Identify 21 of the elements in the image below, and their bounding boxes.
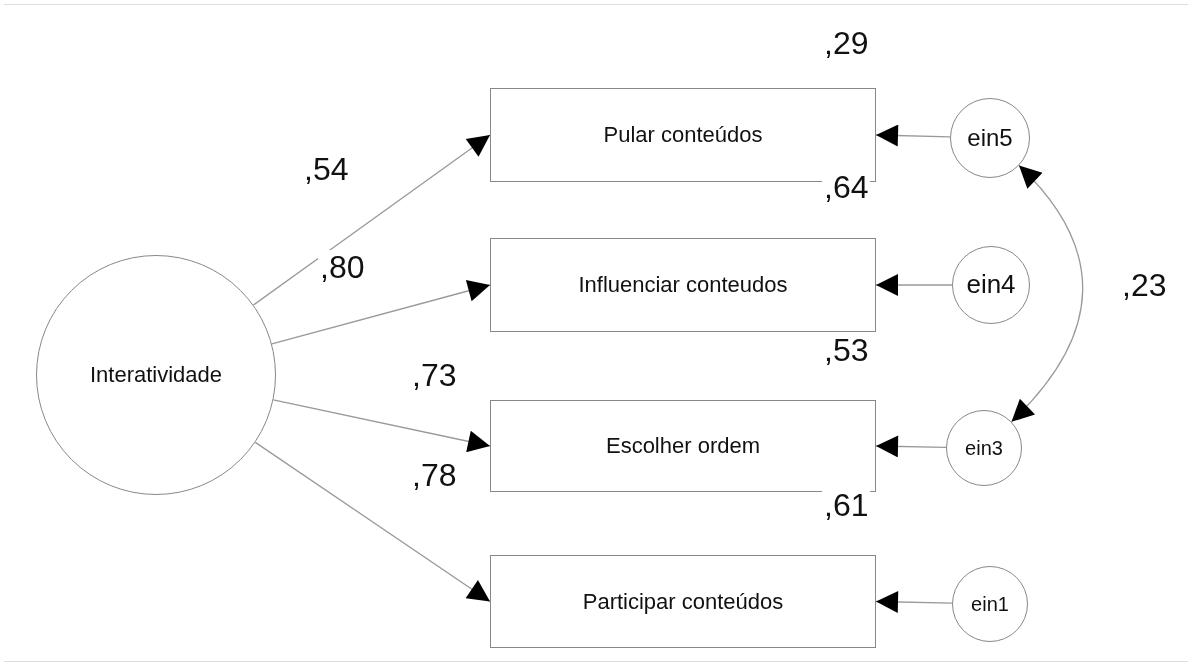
node-label: Influenciar conteudos [578, 272, 788, 298]
arrow [875, 435, 947, 458]
arrow [254, 441, 491, 603]
node-label: Pular conteúdos [603, 122, 763, 148]
node-label: Interatividade [89, 362, 223, 388]
observed-variable-box [490, 400, 876, 492]
arrow [271, 280, 491, 345]
arrow [875, 274, 953, 296]
observed-variable-box [490, 238, 876, 332]
node-label: ein3 [965, 436, 1003, 460]
node-label: Participar conteúdos [582, 588, 784, 615]
node-label: Escolher ordem [605, 433, 761, 459]
curved-double-arrow [1010, 164, 1084, 423]
arrow [875, 591, 953, 613]
arrow [272, 399, 491, 453]
arrow [875, 124, 951, 147]
observed-variable-box [490, 555, 876, 648]
node-label: ein5 [967, 124, 1013, 152]
arrow [252, 134, 491, 306]
node-label: ein4 [966, 270, 1016, 300]
node-label: ein1 [971, 592, 1009, 616]
